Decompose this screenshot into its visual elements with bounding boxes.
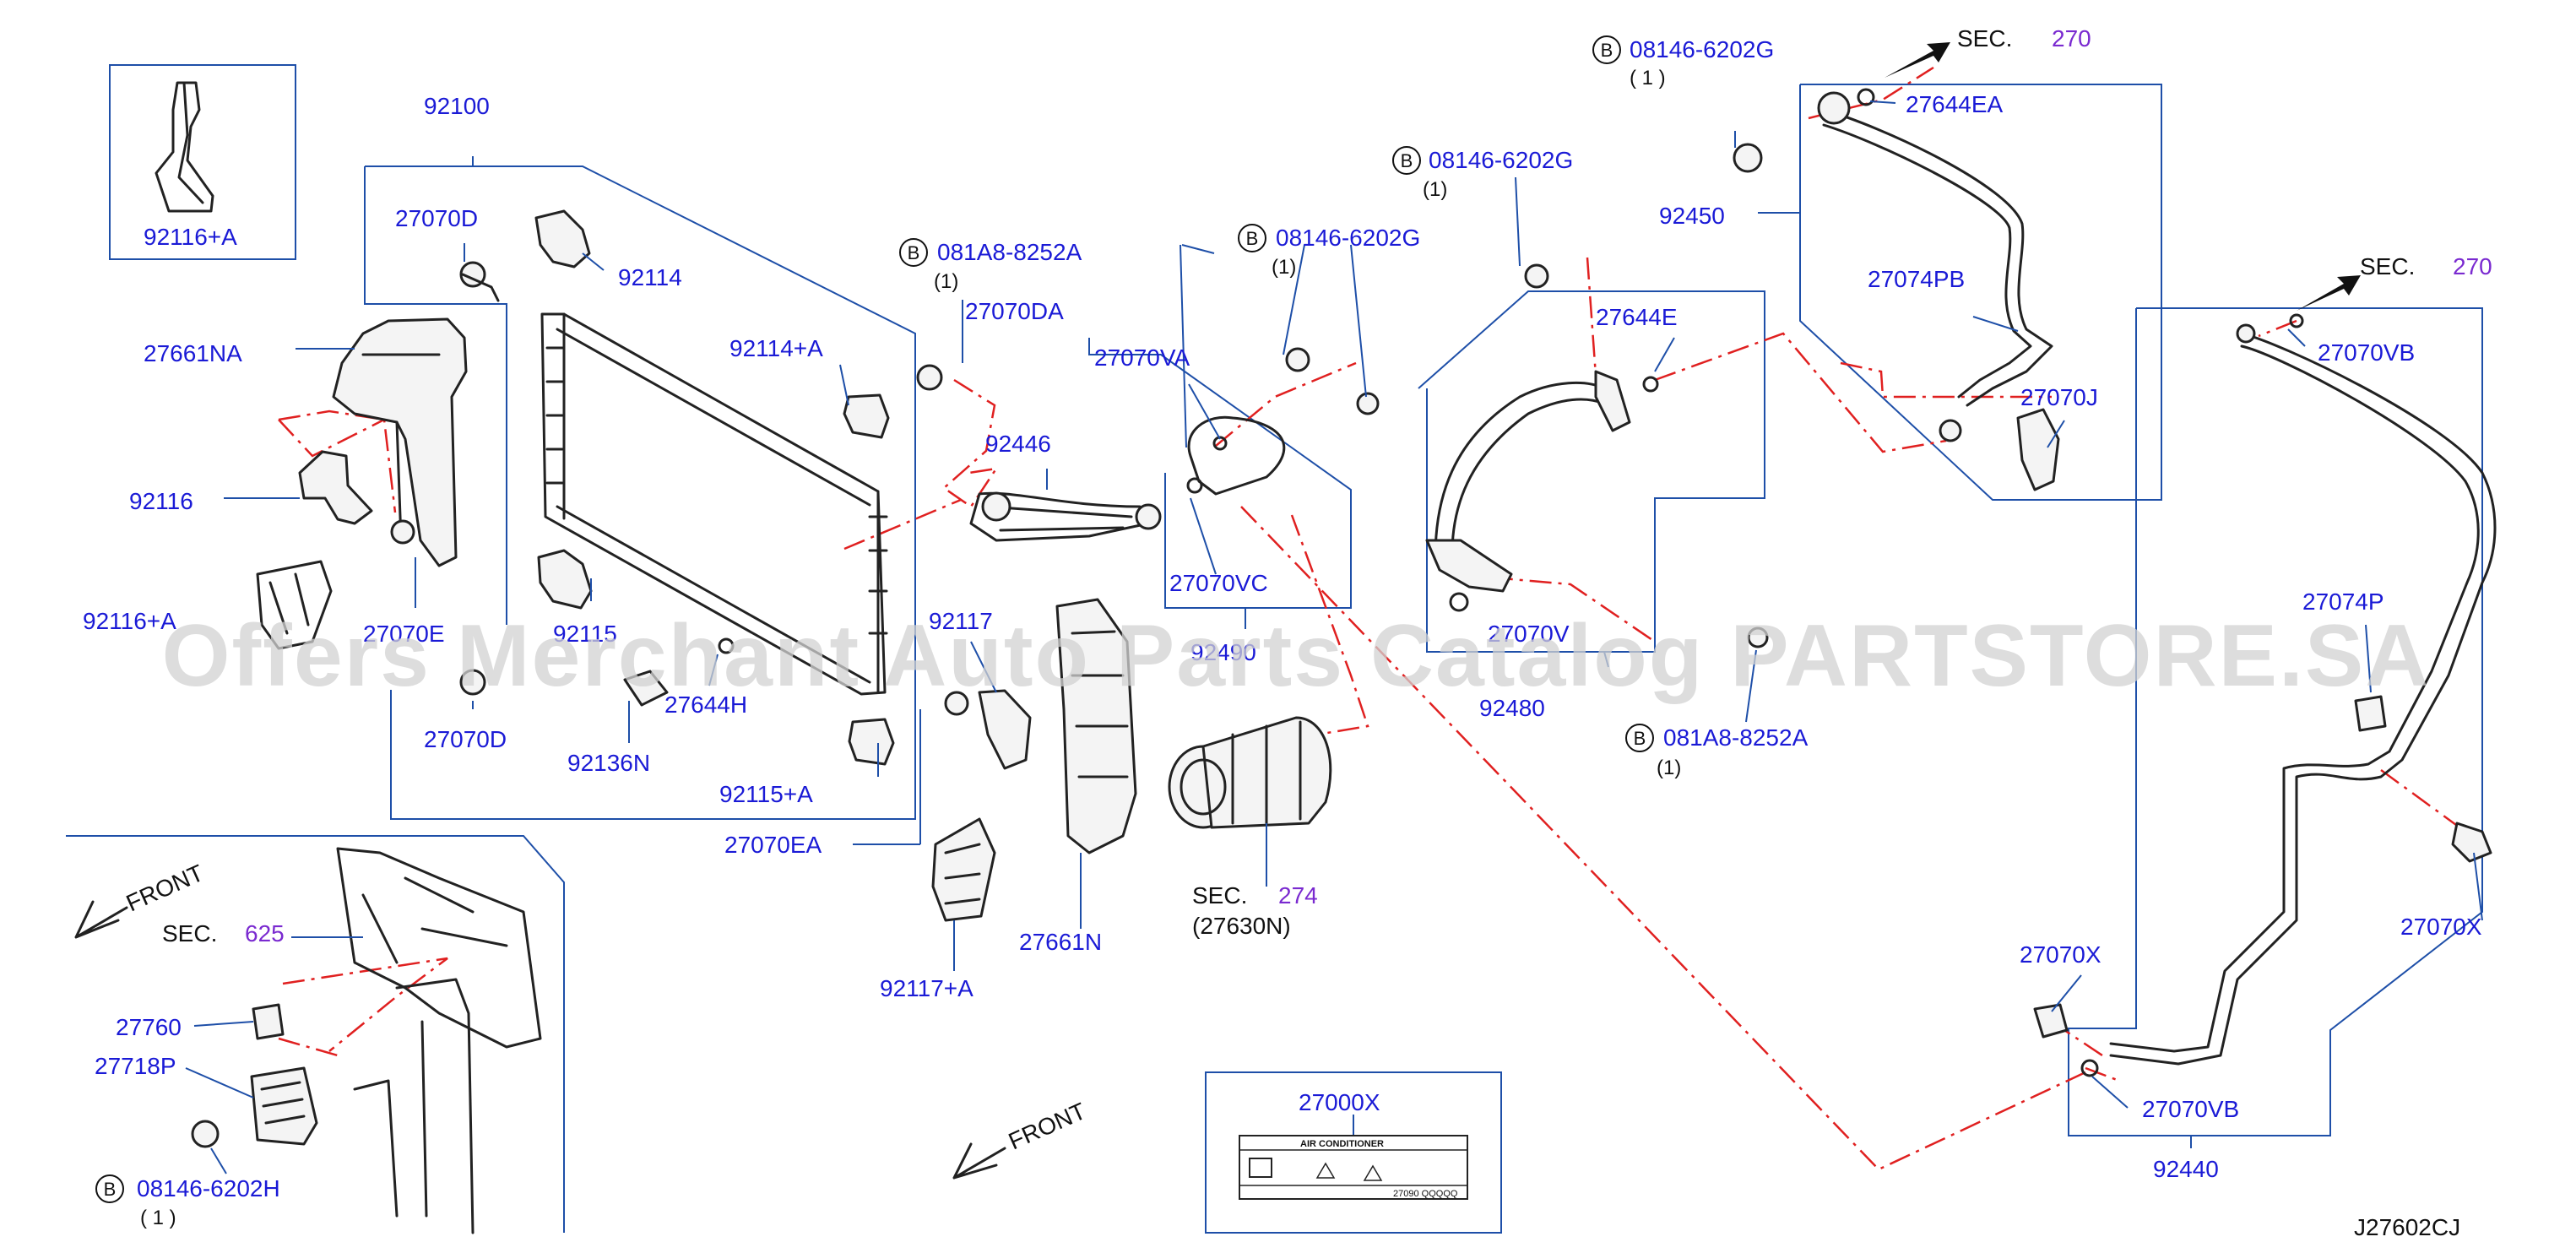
part-label-27070j[interactable]: 27070J <box>2020 384 2098 410</box>
part-label-081a8-8252a-top[interactable]: 081A8-8252A <box>937 239 1082 265</box>
part-label-27070e[interactable]: 27070E <box>363 621 445 647</box>
b-marker: B <box>1401 150 1413 171</box>
part-label-92114a[interactable]: 92114+A <box>729 335 823 361</box>
part-label-92116a[interactable]: 92116+A <box>144 224 237 250</box>
part-label-92117a[interactable]: 92117+A <box>880 975 973 1001</box>
part-label-27070x-right[interactable]: 27070X <box>2400 914 2482 940</box>
part-label-27661n[interactable]: 27661N <box>1019 929 1102 955</box>
qty-08146-6202g-mid: (1) <box>1272 256 1296 279</box>
part-label-92446[interactable]: 92446 <box>985 431 1051 457</box>
part-label-92116[interactable]: 92116 <box>129 488 193 514</box>
part-label-92440[interactable]: 92440 <box>2153 1156 2219 1182</box>
part-label-27070va[interactable]: 27070VA <box>1094 344 1190 371</box>
part-label-27070da[interactable]: 27070DA <box>965 298 1064 324</box>
part-label-081a8-8252a-right[interactable]: 081A8-8252A <box>1663 724 1809 751</box>
part-label-27644ea[interactable]: 27644EA <box>1906 91 2004 117</box>
part-label-08146-6202g-center[interactable]: 08146-6202G <box>1429 147 1573 173</box>
part-label-27074p[interactable]: 27074P <box>2302 589 2384 615</box>
part-label-08146-6202g-mid[interactable]: 08146-6202G <box>1276 225 1420 251</box>
part-label-92480[interactable]: 92480 <box>1479 695 1545 721</box>
part-label-92114[interactable]: 92114 <box>618 264 682 290</box>
part-label-92115[interactable]: 92115 <box>553 621 617 647</box>
front-label-top: FRONT <box>122 860 208 917</box>
part-label-08146-6202g-top[interactable]: 08146-6202G <box>1630 36 1774 62</box>
label-plate-title: AIR CONDITIONER <box>1300 1139 1384 1149</box>
part-label-27070vb-bottom[interactable]: 27070VB <box>2142 1096 2239 1122</box>
watermark: Offers Merchant Auto Parts Catalog PARTS… <box>162 607 2431 705</box>
part-label-27074pb[interactable]: 27074PB <box>1868 266 1965 292</box>
sec-word-270-top: SEC. <box>1957 25 2012 52</box>
b-marker: B <box>104 1179 117 1200</box>
part-label-27644h[interactable]: 27644H <box>664 692 747 718</box>
part-label-92116a-left[interactable]: 92116+A <box>83 608 176 634</box>
sec-270-top[interactable]: 270 <box>2052 25 2091 52</box>
part-label-92490[interactable]: 92490 <box>1190 639 1256 665</box>
qty-08146-6202g-center: (1) <box>1423 178 1447 201</box>
b-marker: B <box>908 242 920 263</box>
part-label-27644e[interactable]: 27644E <box>1596 304 1678 330</box>
part-label-92136n[interactable]: 92136N <box>567 750 650 776</box>
part-label-27070vc[interactable]: 27070VC <box>1169 570 1268 596</box>
label-plate-code: 27090 QQQQQ <box>1393 1189 1458 1199</box>
part-label-27070x-left[interactable]: 27070X <box>2020 941 2101 968</box>
sec-625[interactable]: 625 <box>245 920 285 947</box>
part-label-27718p[interactable]: 27718P <box>95 1053 176 1079</box>
qty-08146-6202h: ( 1 ) <box>140 1207 176 1229</box>
b-marker: B <box>1246 228 1259 249</box>
part-label-92100[interactable]: 92100 <box>424 93 490 119</box>
part-label-27000x[interactable]: 27000X <box>1299 1089 1380 1115</box>
sec-word-625: SEC. <box>162 920 217 947</box>
part-label-27630n[interactable]: (27630N) <box>1192 913 1291 939</box>
b-marker: B <box>1634 728 1646 749</box>
b-marker: B <box>1601 40 1613 61</box>
part-label-27070vb-top[interactable]: 27070VB <box>2318 339 2415 366</box>
sec-274[interactable]: 274 <box>1278 882 1318 909</box>
part-label-92115a[interactable]: 92115+A <box>719 781 813 807</box>
b-markers: B B B B B B <box>95 35 1654 1203</box>
part-label-27070v[interactable]: 27070V <box>1488 621 1570 647</box>
qty-081a8-8252a-top: (1) <box>934 270 958 293</box>
part-drawings <box>74 42 2497 1234</box>
qty-081a8-8252a-right: (1) <box>1657 757 1681 779</box>
part-label-08146-6202h[interactable]: 08146-6202H <box>137 1175 280 1201</box>
part-label-92117[interactable]: 92117 <box>929 608 993 634</box>
front-label-bottom: FRONT <box>1005 1098 1090 1155</box>
group-boxes <box>66 64 2483 1234</box>
part-labels: 92116+A 92100 27070D 92114 27661NA 92114… <box>83 25 2492 1240</box>
part-label-27760[interactable]: 27760 <box>116 1014 182 1040</box>
ac-label-plate: AIR CONDITIONER 27090 QQQQQ <box>1239 1135 1468 1200</box>
qty-08146-6202g-top: ( 1 ) <box>1630 67 1666 90</box>
diagram-code: J27602CJ <box>2354 1214 2460 1240</box>
sec-word-274: SEC. <box>1192 882 1247 909</box>
leader-lines <box>185 100 2483 1174</box>
part-label-27661na[interactable]: 27661NA <box>144 340 242 366</box>
part-label-92450[interactable]: 92450 <box>1659 203 1725 229</box>
sec-270-right[interactable]: 270 <box>2453 253 2492 279</box>
sec-word-270-right: SEC. <box>2360 253 2415 279</box>
part-label-27070d-bottom[interactable]: 27070D <box>424 726 507 752</box>
part-label-27070ea[interactable]: 27070EA <box>724 832 822 858</box>
part-label-27070d-top[interactable]: 27070D <box>395 205 478 231</box>
